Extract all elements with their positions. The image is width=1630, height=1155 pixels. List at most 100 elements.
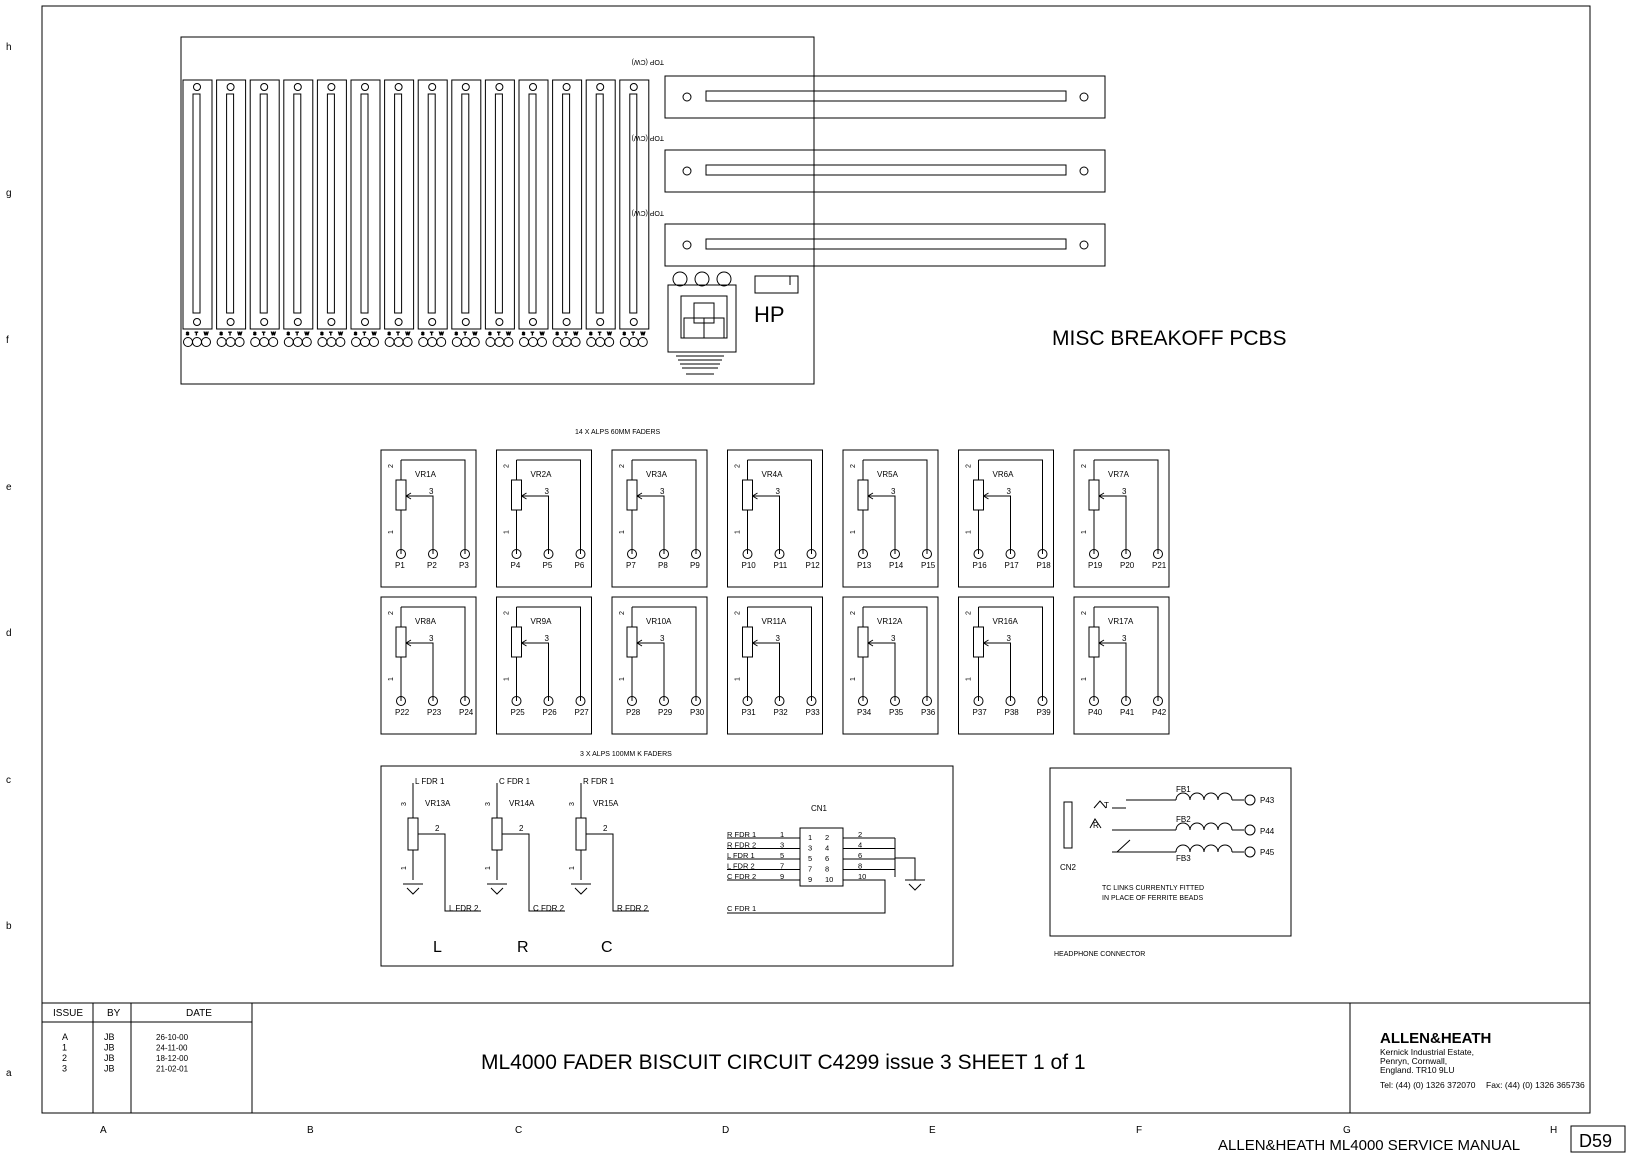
slot-pad <box>570 337 581 347</box>
pin-number: 1 <box>808 833 812 842</box>
fader-ref: VR17A <box>1108 617 1134 626</box>
column-label: H <box>1550 1125 1557 1136</box>
pad-letter: S <box>421 331 424 336</box>
pin-number: 1 <box>850 530 857 534</box>
biscuit-wiring <box>631 606 697 701</box>
pad-letter: T <box>565 331 568 336</box>
pin-number: 2 <box>735 464 742 468</box>
hp-switch-footprint <box>754 275 799 294</box>
slot-pad <box>604 337 615 347</box>
rail-hole <box>682 166 692 176</box>
row-label: a <box>6 1068 12 1079</box>
slot-pad <box>216 337 227 347</box>
headphone-caption: HEADPHONE CONNECTOR <box>1054 951 1145 958</box>
pad-letter: S <box>220 331 223 336</box>
pad <box>1153 696 1163 706</box>
signal-label: L FDR 1 <box>727 851 755 860</box>
fader-resistor <box>511 626 522 658</box>
pin-number: 3 <box>545 487 550 496</box>
fader-slot-strip <box>585 79 616 330</box>
fader-slot-opening <box>494 93 503 314</box>
fader-ref: VR2A <box>531 470 553 479</box>
column-label: C <box>515 1125 522 1136</box>
pad-label: P30 <box>690 708 705 717</box>
biscuit-wiring <box>1093 606 1159 701</box>
pad <box>973 549 984 559</box>
biscuit-wiring <box>516 459 581 554</box>
fader-slot-strip <box>316 79 347 330</box>
pin-number: 2 <box>1081 611 1088 615</box>
biscuit-outline <box>958 596 1054 735</box>
slot-pad <box>268 337 279 347</box>
pad-label: P19 <box>1088 561 1103 570</box>
slot-mount-hole <box>226 83 235 91</box>
slot-mount-hole <box>629 83 638 91</box>
biscuit-outline <box>1073 596 1170 735</box>
slot-pad <box>283 337 294 347</box>
slot-pad <box>326 337 337 347</box>
pad-label: P37 <box>973 708 988 717</box>
fader-ref: VR12A <box>877 617 903 626</box>
pad-label: P13 <box>857 561 872 570</box>
pad-label: P22 <box>395 708 410 717</box>
pad-label: P12 <box>806 561 821 570</box>
slot-pad <box>234 337 245 347</box>
pad-label: P31 <box>742 708 757 717</box>
rail-board <box>664 149 1106 193</box>
pad-letter: T <box>195 331 198 336</box>
fader-resistor <box>1088 626 1100 658</box>
pad-letter: S <box>522 331 525 336</box>
pad-letter: S <box>287 331 290 336</box>
pin-number: 1 <box>504 677 511 681</box>
pad-letter: W <box>540 331 545 336</box>
pad-label: P35 <box>889 708 904 717</box>
pad <box>691 696 701 706</box>
revision-issue: A <box>62 1032 68 1042</box>
pad <box>774 549 785 559</box>
pad-letter: S <box>354 331 357 336</box>
row-label: g <box>6 188 12 199</box>
fader-top-label: C FDR 1 <box>499 777 531 786</box>
slot-pad <box>393 337 404 347</box>
wiper-arrow <box>521 492 527 500</box>
pad <box>659 549 669 559</box>
pad <box>806 549 817 559</box>
pin-number: 9 <box>780 872 784 881</box>
channel-label: C <box>601 939 613 956</box>
biscuit-wiring <box>400 606 466 701</box>
fader-slot-strip <box>350 79 381 330</box>
wiper-arrow <box>752 492 758 500</box>
rail-board <box>664 223 1106 267</box>
biscuit-outline <box>958 449 1054 588</box>
slot-mount-hole <box>193 318 201 326</box>
pad-label: P14 <box>889 561 904 570</box>
biscuit-wiring <box>747 606 812 701</box>
top-cw-label: TOP (CW) <box>632 209 664 216</box>
pin-number: 1 <box>388 530 395 534</box>
slot-mount-hole <box>260 318 269 326</box>
biscuit-outline <box>842 596 939 735</box>
biscuit-outline <box>496 449 592 588</box>
column-label: A <box>100 1125 107 1136</box>
wiper-arrow <box>405 492 412 500</box>
biscuit-outline <box>842 449 939 588</box>
drawing-title: ML4000 FADER BISCUIT CIRCUIT C4299 issue… <box>481 1051 1086 1074</box>
headphone-label: HP <box>754 302 785 327</box>
headphone-panel <box>1049 767 1292 937</box>
pad <box>922 696 932 706</box>
fader-resistor <box>857 479 869 511</box>
rail-hole <box>682 240 692 250</box>
revision-date: 26-10-00 <box>156 1033 189 1042</box>
address-line: England. TR10 9LU <box>1380 1065 1455 1075</box>
fader-ref: VR1A <box>415 470 437 479</box>
slot-pad <box>528 337 538 347</box>
fader-resistor <box>973 626 984 658</box>
